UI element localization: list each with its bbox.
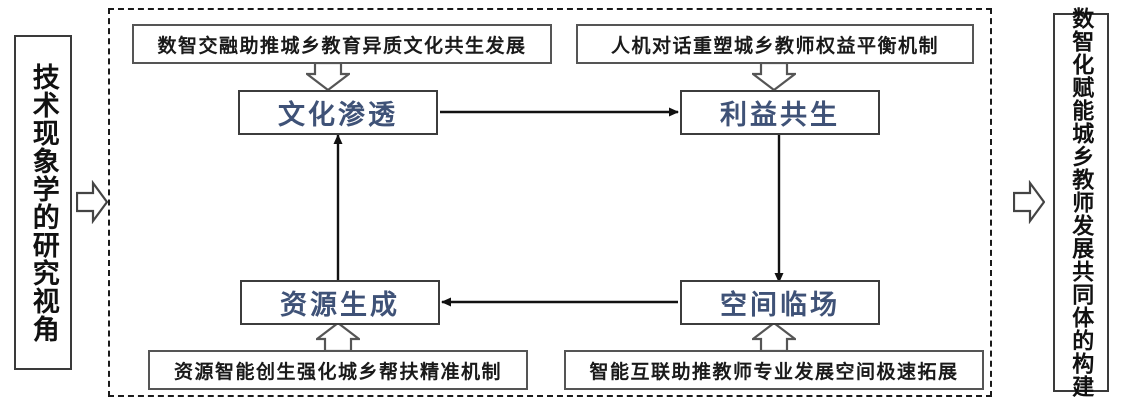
core-label-spatial-presence: 空间临场 xyxy=(720,290,840,320)
caption-text-bottom-left: 资源智能创生强化城乡帮扶精准机制 xyxy=(173,361,502,383)
caption-link-arrow-up-resource-icon xyxy=(313,321,363,357)
caption-box-top-right: 人机对话重塑城乡教师权益平衡机制 xyxy=(576,24,974,64)
caption-text-top-right: 人机对话重塑城乡教师权益平衡机制 xyxy=(610,35,939,57)
core-box-benefit-symbiosis: 利益共生 xyxy=(680,90,880,135)
framework-container xyxy=(108,8,992,397)
caption-text-top-left: 数智交融助推城乡教育异质文化共生发展 xyxy=(157,35,527,57)
right-outcome-label: 数智化赋能城乡教师发展共同体的构建 xyxy=(1069,7,1095,398)
left-perspective-label: 技术现象学的研究视角 xyxy=(28,62,59,343)
core-label-culture-penetration: 文化渗透 xyxy=(278,100,398,130)
caption-box-bottom-right: 智能互联助推教师专业发展空间极速拓展 xyxy=(564,350,984,390)
caption-text-bottom-right: 智能互联助推教师专业发展空间极速拓展 xyxy=(589,361,959,383)
caption-box-top-left: 数智交融助推城乡教育异质文化共生发展 xyxy=(132,24,552,64)
caption-link-arrow-down-culture-icon xyxy=(303,61,353,97)
caption-link-arrow-down-benefit-icon xyxy=(749,61,799,97)
caption-link-arrow-up-spatial-icon xyxy=(749,321,799,357)
core-box-spatial-presence: 空间临场 xyxy=(680,280,880,325)
entry-arrow-right-icon xyxy=(75,179,109,229)
core-box-resource-generation: 资源生成 xyxy=(240,280,440,325)
exit-arrow-right-icon xyxy=(1012,179,1046,229)
core-box-culture-penetration: 文化渗透 xyxy=(238,90,438,135)
core-label-resource-generation: 资源生成 xyxy=(280,290,400,320)
core-label-benefit-symbiosis: 利益共生 xyxy=(720,100,840,130)
right-outcome-panel: 数智化赋能城乡教师发展共同体的构建 xyxy=(1053,7,1109,398)
left-perspective-panel: 技术现象学的研究视角 xyxy=(14,35,72,370)
